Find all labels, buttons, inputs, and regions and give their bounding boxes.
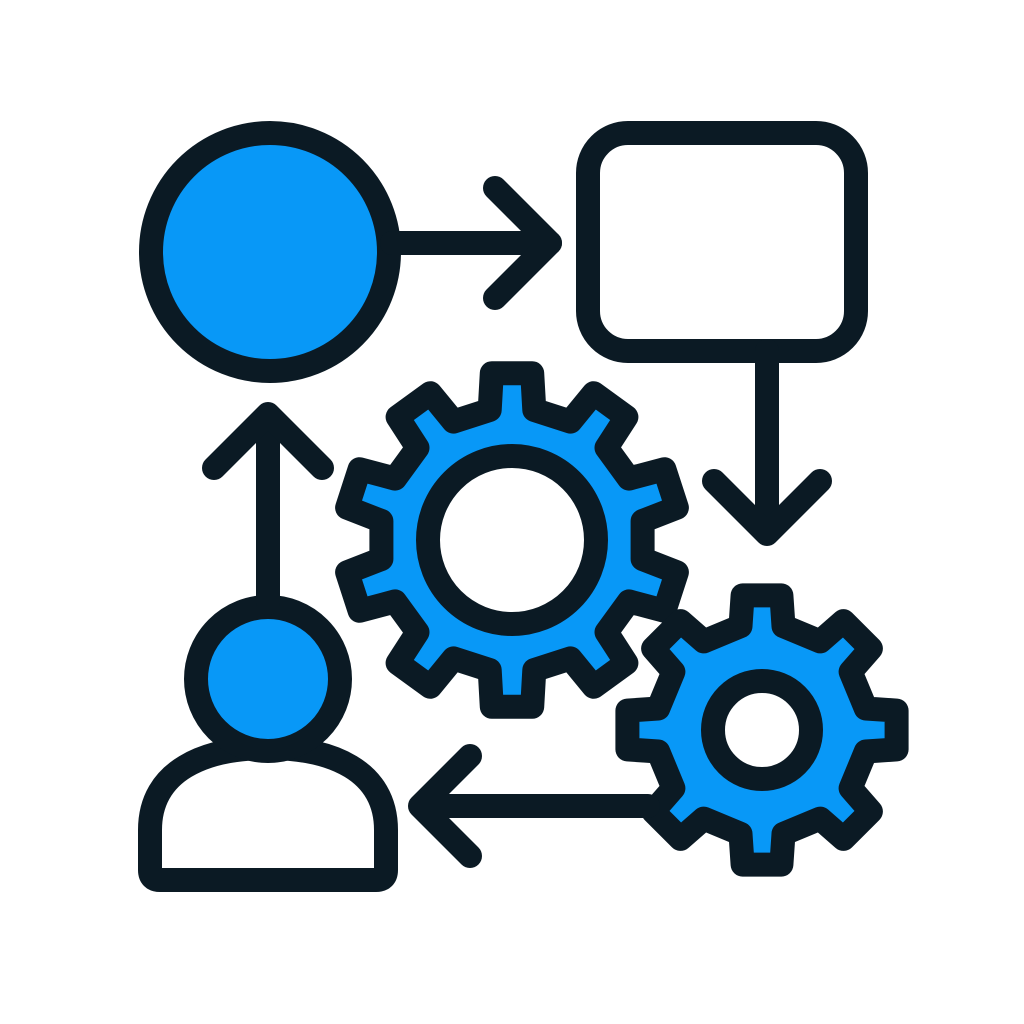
small-gear-icon <box>615 583 909 877</box>
arrow-up-icon <box>202 402 334 615</box>
start-circle-icon <box>139 121 401 383</box>
process-box-icon <box>576 121 868 363</box>
user-icon <box>138 595 398 892</box>
arrow-right-icon <box>380 176 562 310</box>
arrow-down-icon <box>702 339 832 546</box>
arrow-left-icon <box>408 744 660 868</box>
large-gear-icon <box>335 361 689 719</box>
